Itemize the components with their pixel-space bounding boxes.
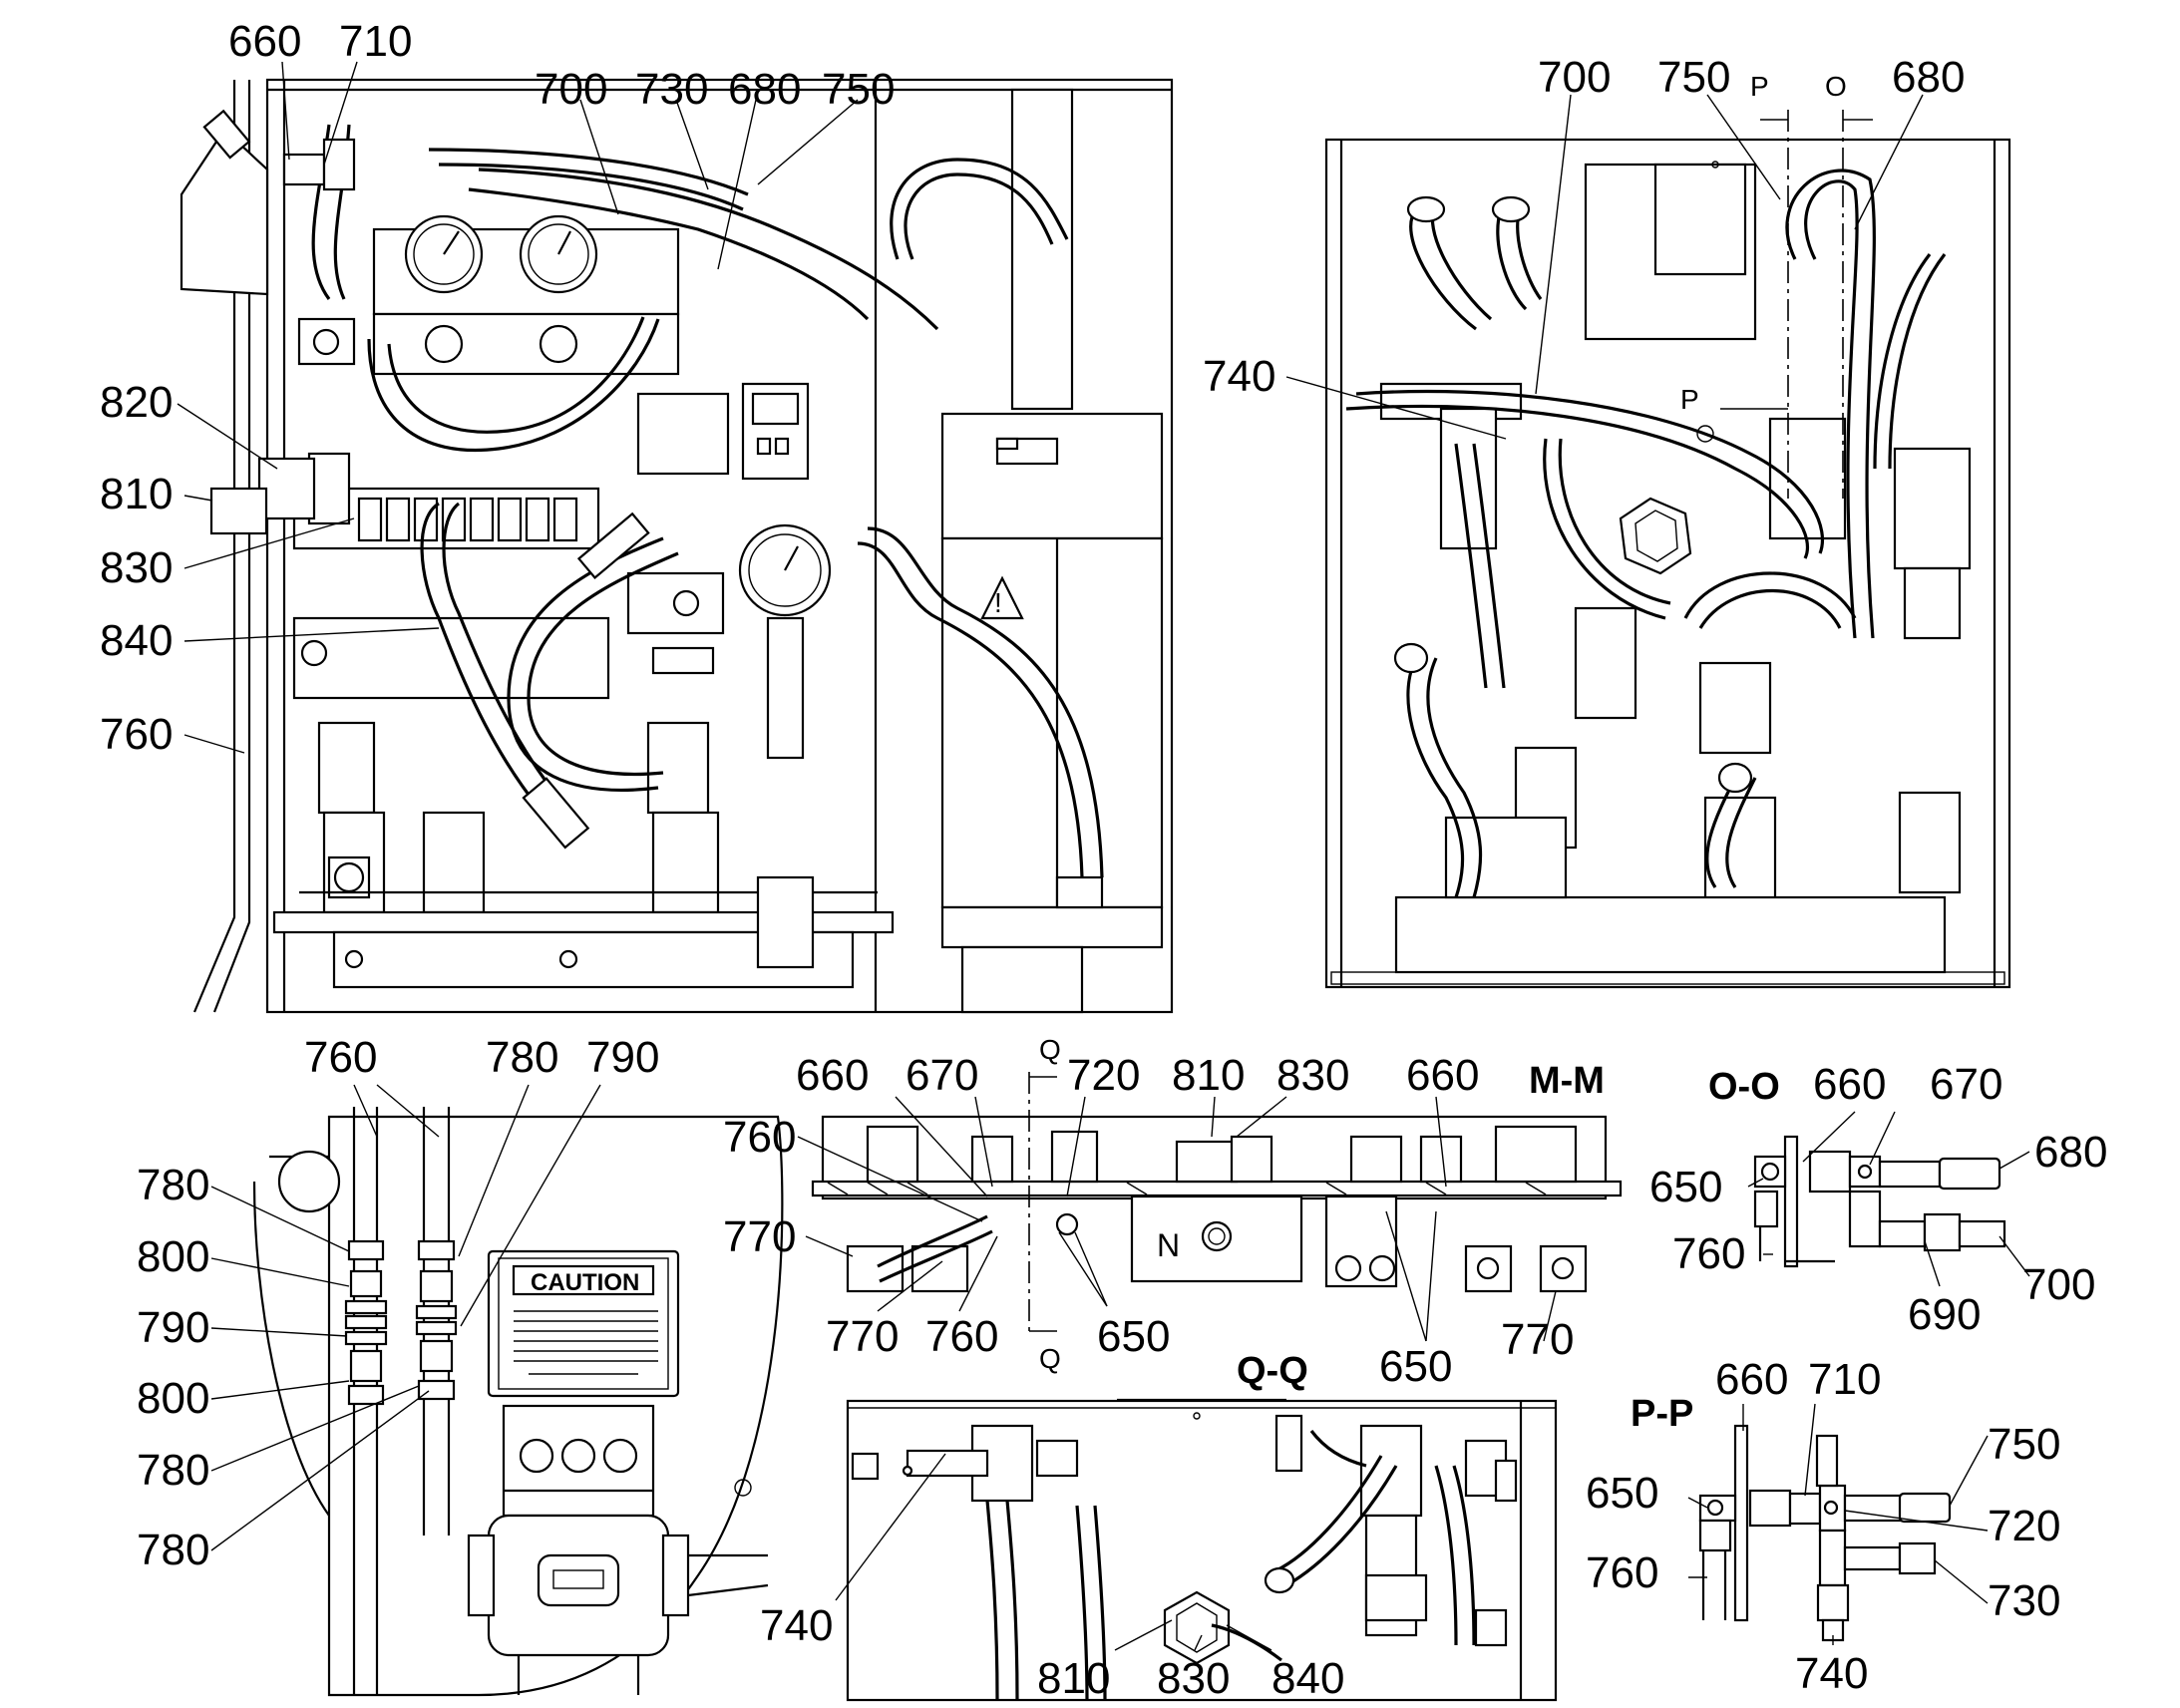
callout: 710 xyxy=(339,17,412,66)
section-title: O-O xyxy=(1708,1066,1780,1108)
callout: 660 xyxy=(1715,1355,1788,1404)
callout: 760 xyxy=(100,710,173,759)
right-fitting-stack xyxy=(415,1239,458,1401)
detail-caution-view: CAUTION xyxy=(252,1107,784,1697)
section-letter: O xyxy=(1825,71,1847,102)
callout: 760 xyxy=(304,1033,377,1082)
callout: 700 xyxy=(535,65,607,114)
callouts-section-qq: Q-Q 740 810 830 840 xyxy=(760,1350,1344,1703)
callout: 820 xyxy=(100,378,173,427)
cut-letter: Q xyxy=(1039,1034,1061,1065)
callout: 830 xyxy=(100,543,173,592)
callout: 770 xyxy=(1501,1315,1574,1364)
callout: 780 xyxy=(137,1526,209,1574)
callout: 790 xyxy=(137,1303,209,1352)
marker-n: N xyxy=(1157,1227,1180,1263)
callout: 830 xyxy=(1157,1654,1230,1703)
callout: 680 xyxy=(728,65,801,114)
callout: 760 xyxy=(925,1312,998,1361)
callout: 660 xyxy=(796,1051,869,1100)
caution-title: CAUTION xyxy=(531,1269,639,1296)
callout: 810 xyxy=(1037,1654,1110,1703)
main-cabinet-view: ! xyxy=(180,78,1174,1014)
callout: 700 xyxy=(2022,1260,2095,1309)
callout: 800 xyxy=(137,1232,209,1281)
callout: 660 xyxy=(228,17,301,66)
callout: 750 xyxy=(1657,53,1730,102)
callouts-section-oo: O-O 660 670 680 650 760 690 700 xyxy=(1649,1060,2107,1339)
callout: 770 xyxy=(723,1212,796,1261)
callout: 790 xyxy=(586,1033,659,1082)
callout: 760 xyxy=(1586,1548,1658,1597)
callout: 650 xyxy=(1586,1469,1658,1518)
right-cabinet-view xyxy=(1324,110,2011,989)
callout: 760 xyxy=(1672,1229,1745,1278)
section-pp-view xyxy=(1698,1424,1952,1642)
callout: 810 xyxy=(100,470,173,518)
callout: 780 xyxy=(137,1161,209,1209)
callout: 760 xyxy=(723,1113,796,1162)
callout: 710 xyxy=(1808,1355,1881,1404)
callouts-section-mm: M-M 660 670 720 810 830 660 760 770 770 … xyxy=(723,1034,1605,1391)
callouts-right: 700 750 680 740 P O P xyxy=(1203,53,1965,415)
section-title: Q-Q xyxy=(1237,1350,1308,1392)
leader-lines xyxy=(177,61,2030,1651)
callout: 730 xyxy=(635,65,708,114)
section-title: M-M xyxy=(1529,1060,1605,1102)
section-qq-view xyxy=(846,1398,1558,1702)
left-fitting-stack xyxy=(344,1239,388,1406)
callout: 740 xyxy=(1203,352,1275,401)
callout: 650 xyxy=(1649,1163,1722,1211)
callout: 780 xyxy=(486,1033,558,1082)
caution-label: CAUTION xyxy=(487,1249,680,1398)
callout: 720 xyxy=(1067,1051,1140,1100)
callout: 650 xyxy=(1097,1312,1170,1361)
callout: 730 xyxy=(1988,1576,2060,1625)
callout: 840 xyxy=(100,616,173,665)
callout: 700 xyxy=(1538,53,1611,102)
section-letter: P xyxy=(1680,384,1699,415)
callout: 830 xyxy=(1276,1051,1349,1100)
cut-letter: Q xyxy=(1039,1343,1061,1374)
callout: 650 xyxy=(1379,1342,1452,1391)
callout: 740 xyxy=(1795,1649,1868,1698)
callout: 660 xyxy=(1813,1060,1886,1109)
callout: 810 xyxy=(1172,1051,1245,1100)
callout: 680 xyxy=(2034,1128,2107,1177)
terminal-row xyxy=(357,497,578,542)
callout: 770 xyxy=(826,1312,899,1361)
callouts-main: 660 710 700 730 680 750 820 810 830 840 … xyxy=(100,17,895,759)
callouts-section-pp: P-P 660 710 750 650 720 760 730 740 xyxy=(1586,1355,2060,1698)
section-title: P-P xyxy=(1631,1393,1693,1435)
section-oo-view xyxy=(1753,1135,2006,1268)
callout: 750 xyxy=(1988,1420,2060,1469)
callout: 750 xyxy=(822,65,895,114)
callout: 740 xyxy=(760,1601,833,1650)
callout: 690 xyxy=(1908,1290,1981,1339)
section-mm-view: N xyxy=(811,1072,1623,1336)
callout: 670 xyxy=(1930,1060,2002,1109)
callout: 720 xyxy=(1988,1502,2060,1550)
callout: 800 xyxy=(137,1374,209,1423)
callouts-caution-detail: 760 780 790 780 800 790 800 780 780 xyxy=(137,1033,659,1574)
section-letter: P xyxy=(1750,71,1769,102)
svg-text:!: ! xyxy=(994,587,1002,618)
callout: 660 xyxy=(1406,1051,1479,1100)
callout: 670 xyxy=(906,1051,978,1100)
callout: 680 xyxy=(1892,53,1965,102)
callout: 840 xyxy=(1272,1654,1344,1703)
callout: 780 xyxy=(137,1446,209,1495)
